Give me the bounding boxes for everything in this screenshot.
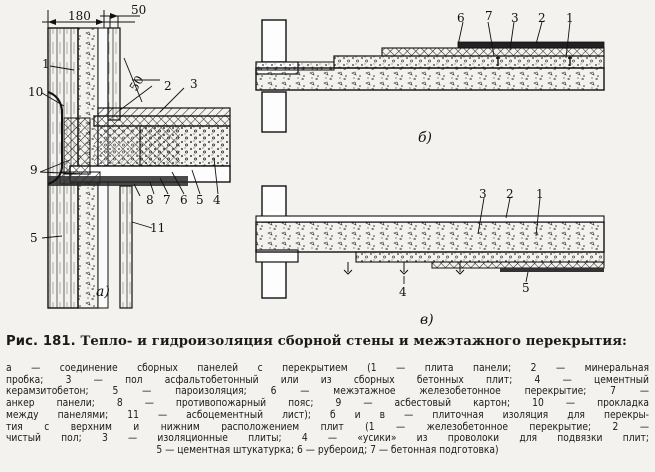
b-label-7: 7 [485, 9, 493, 23]
panel-label-c: в) [420, 312, 434, 328]
technical-drawing: 180 50 50 [28, 3, 605, 328]
legend-line: чистый пол; 3 — изоляционные плиты; 4 — … [6, 433, 649, 445]
drawing-c: 3 2 1 4 5 в) [255, 185, 605, 328]
a-label-9: 9 [30, 163, 38, 177]
c-label-2: 2 [506, 187, 514, 201]
caption-title: Тепло- и гидроизоляция сборной стены и м… [80, 334, 628, 349]
figure-caption: Рис. 181. Тепло- и гидроизоляция сборной… [6, 334, 651, 349]
legend-line: между панелями; 11 — асбоцементный лист)… [6, 409, 649, 421]
b-label-1: 1 [566, 11, 574, 25]
drawing-b: 6 7 3 2 1 б) [255, 9, 605, 146]
legend-line: тия с верхним и нижним расположением пли… [6, 421, 649, 433]
a-label-5-bottom: 5 [30, 231, 38, 245]
b-label-6: 6 [457, 11, 465, 25]
legend-line: анкер панели; 8 — противопожарный пояс; … [6, 398, 649, 410]
legend-line: 5 — цементная штукатурка; 6 — рубероид; … [156, 444, 499, 456]
a-label-5: 5 [196, 193, 204, 207]
b-label-2: 2 [538, 11, 546, 25]
c-label-1: 1 [536, 187, 544, 201]
a-label-8: 8 [146, 193, 154, 207]
a-label-3: 3 [190, 77, 198, 91]
a-label-2: 2 [164, 79, 172, 93]
drawing-a: 180 50 50 [28, 3, 231, 309]
panel-label-b: б) [418, 130, 432, 146]
a-label-10: 10 [28, 85, 43, 99]
dim-180: 180 [68, 9, 91, 23]
a-label-4: 4 [213, 193, 221, 207]
c-label-4: 4 [399, 285, 407, 299]
caption-number: Рис. 181. [6, 334, 76, 349]
figure-legend: а — соединение сборных панелей с перекры… [6, 363, 649, 457]
panel-label-a: а) [96, 284, 110, 300]
dim-50-top: 50 [131, 3, 146, 17]
a-label-1: 1 [42, 57, 50, 71]
legend-line: керамзитобетон; 5 — пароизоляция; 6 — ме… [6, 386, 649, 398]
legend-line: а — соединение сборных панелей с перекры… [6, 363, 649, 374]
legend-line: пробка; 3 — пол асфальтобетонный или из … [6, 374, 649, 386]
dim-50-slant: 50 [127, 73, 147, 93]
a-label-11: 11 [150, 221, 165, 235]
b-label-3: 3 [511, 11, 519, 25]
c-label-3: 3 [479, 187, 487, 201]
a-label-6: 6 [180, 193, 188, 207]
a-label-7: 7 [163, 193, 171, 207]
c-label-5: 5 [522, 281, 530, 295]
